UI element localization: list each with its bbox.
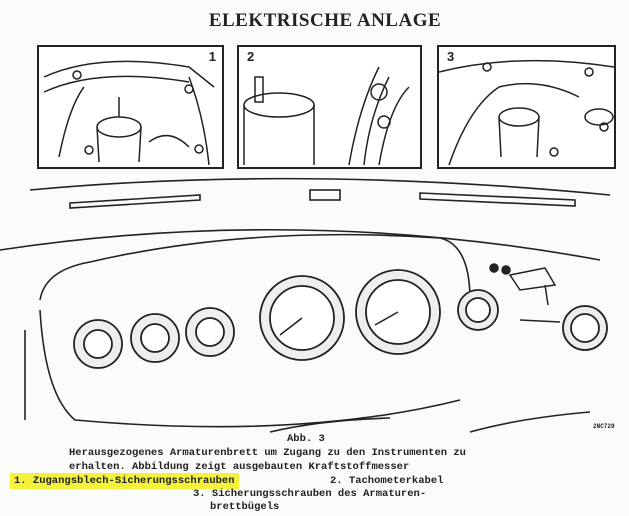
illustration-panel-3: 3 bbox=[437, 45, 616, 169]
caption-item-3: 3. Sicherungsschrauben des Armaturen- bbox=[193, 488, 427, 500]
illustration-panel-1: 1 bbox=[37, 45, 224, 169]
highlighted-item: 1. Zugangsblech-Sicherungsschrauben bbox=[10, 473, 239, 489]
page-title: ELEKTRISCHE ANLAGE bbox=[208, 10, 442, 31]
caption-item-1: 1. Zugangsblech-Sicherungsschrauben bbox=[10, 473, 239, 489]
caption-line-2: erhalten. Abbildung zeigt ausgebauten Kr… bbox=[69, 461, 410, 473]
illustration-panel-2: 2 bbox=[237, 45, 422, 169]
figure-label: Abb. 3 bbox=[287, 433, 325, 445]
panel-number: 2 bbox=[247, 49, 255, 64]
tachometer-cable-sketch bbox=[243, 66, 410, 166]
caption-item-2: 2. Tachometerkabel bbox=[330, 475, 444, 487]
drawing-code: 2NC729 bbox=[593, 423, 615, 430]
panel-number: 1 bbox=[208, 49, 216, 64]
caption-item-3-cont: brettbügels bbox=[210, 501, 280, 513]
caption-line-1: Herausgezogenes Armaturenbrett um Zugang… bbox=[69, 447, 466, 459]
bracket-screws-sketch bbox=[439, 59, 614, 166]
screw-access-sketch bbox=[43, 60, 215, 166]
gauges bbox=[73, 269, 608, 369]
dashboard-illustration bbox=[0, 177, 611, 433]
panel-number: 3 bbox=[447, 49, 455, 64]
